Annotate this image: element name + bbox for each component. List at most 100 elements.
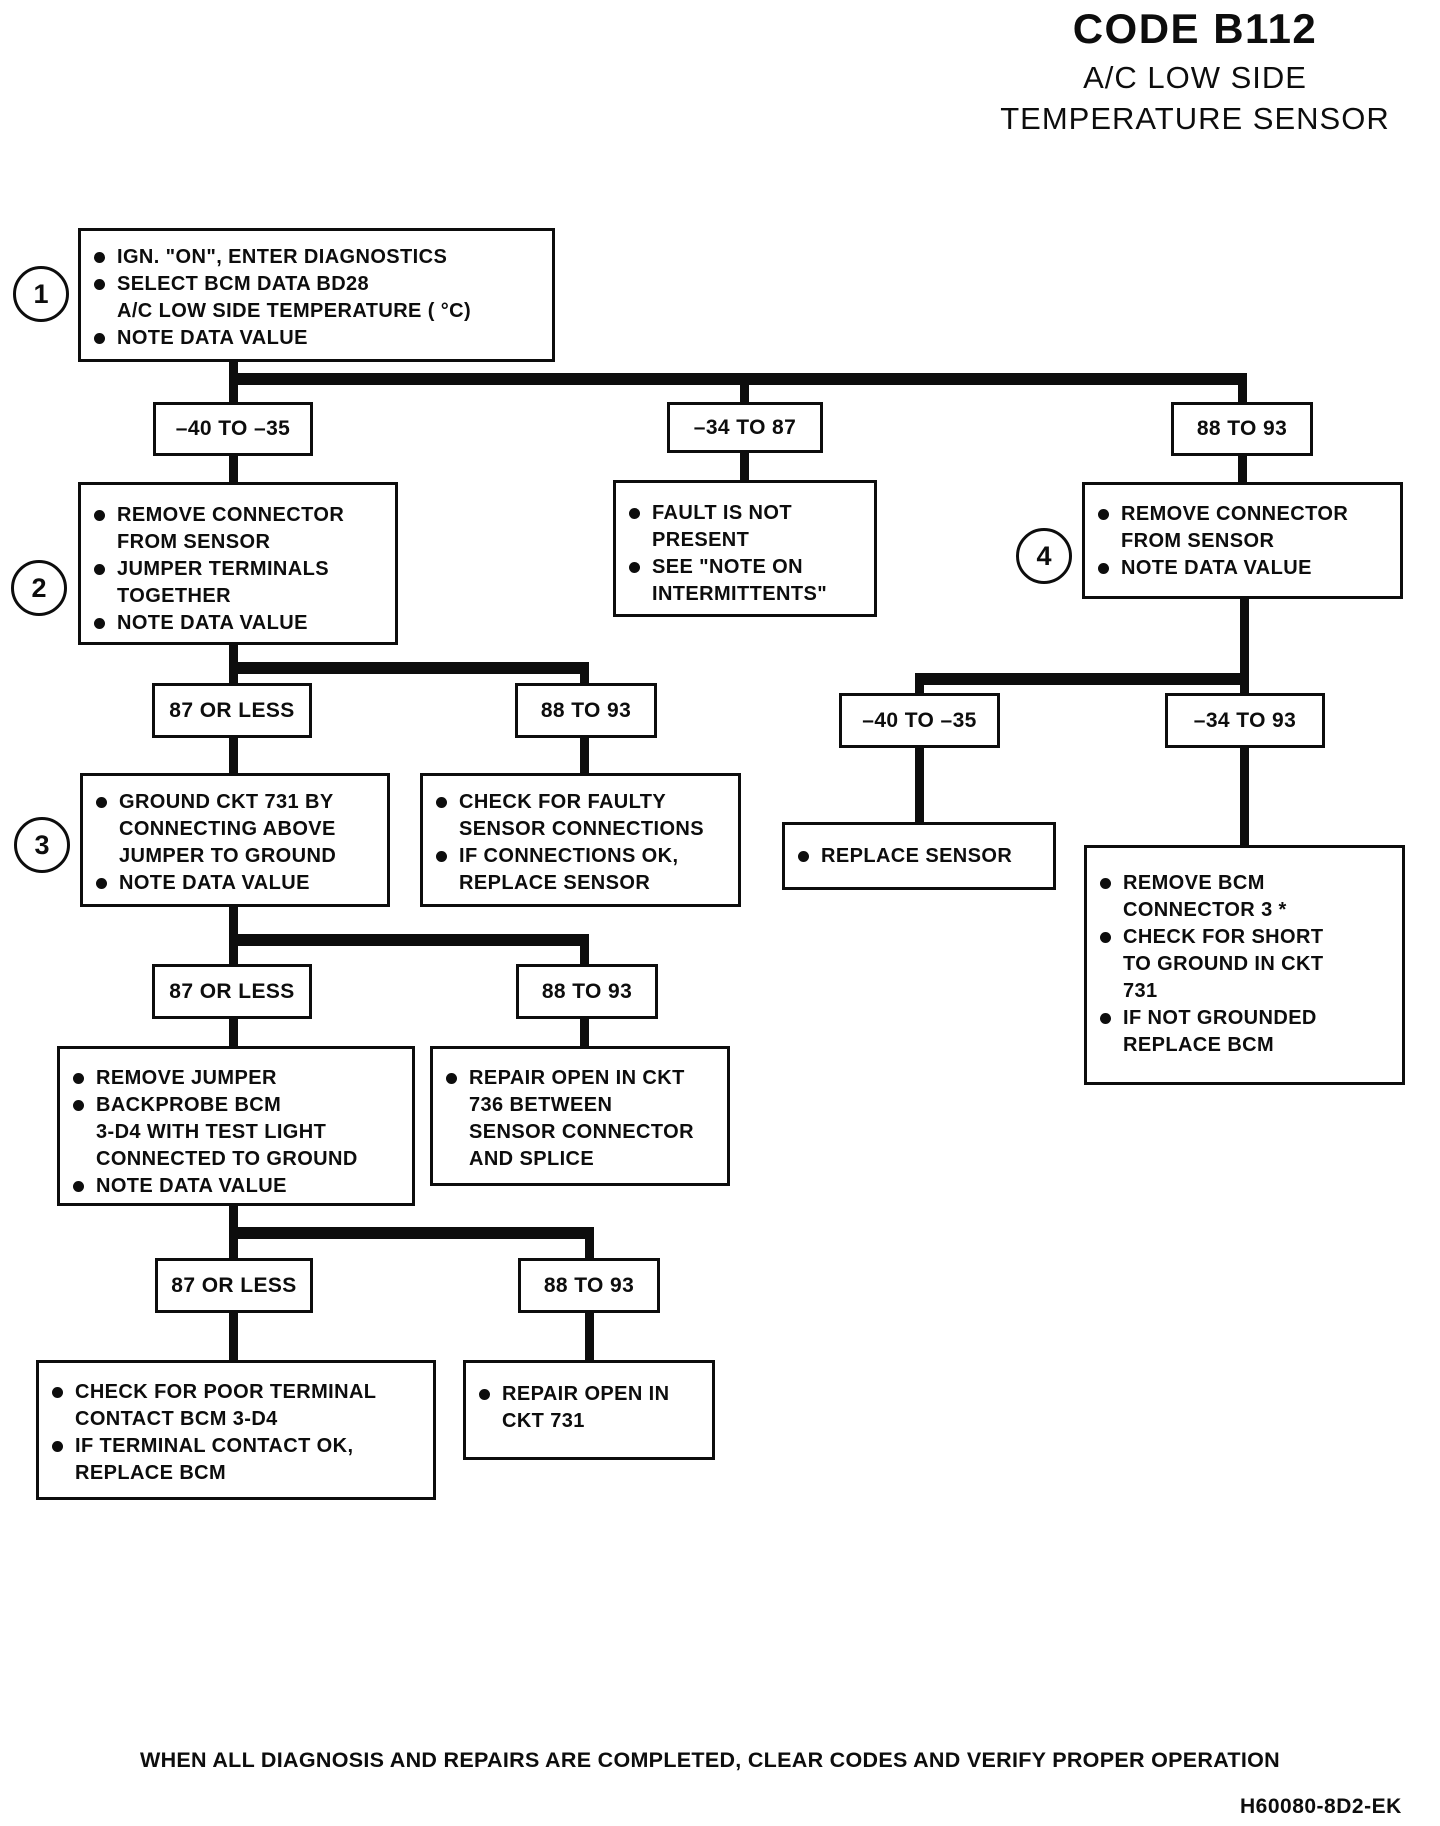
box-line: CHECK FOR SHORT xyxy=(1123,926,1324,948)
box-line: INTERMITTENTS" xyxy=(652,583,828,605)
code-title: CODE B112 xyxy=(1072,5,1318,52)
title-line3: TEMPERATURE SENSOR xyxy=(1000,101,1390,136)
bullet-icon xyxy=(1100,1013,1111,1024)
bullet-icon xyxy=(94,510,105,521)
step3-box: GROUND CKT 731 BY CONNECTING ABOVE JUMPE… xyxy=(80,773,390,907)
connector-line xyxy=(585,1313,594,1360)
box-line: TOGETHER xyxy=(117,585,231,607)
fault-not-present-box: FAULT IS NOT PRESENT SEE "NOTE ON INTERM… xyxy=(613,480,877,617)
connector-line xyxy=(580,738,589,773)
box-line: 731 xyxy=(1123,980,1158,1002)
box-line: REPLACE SENSOR xyxy=(821,844,1013,867)
box-line: REMOVE CONNECTOR xyxy=(117,504,345,526)
bullet-icon xyxy=(52,1441,63,1452)
branch-label: 87 OR LESS xyxy=(152,964,312,1019)
connector-line xyxy=(229,385,238,402)
branch-label: –34 TO 87 xyxy=(667,402,823,453)
branch-label: 88 TO 93 xyxy=(515,683,657,738)
bullet-icon xyxy=(52,1387,63,1398)
bullet-icon xyxy=(96,878,107,889)
connector-line xyxy=(740,453,749,480)
branch-label: 88 TO 93 xyxy=(518,1258,660,1313)
branch-label: 88 TO 93 xyxy=(1171,402,1313,456)
bullet-icon xyxy=(446,1073,457,1084)
connector-line xyxy=(1240,685,1249,693)
step1-box: IGN. "ON", ENTER DIAGNOSTICS SELECT BCM … xyxy=(78,228,555,362)
title-line2: A/C LOW SIDE xyxy=(1083,60,1307,95)
check-faulty-sensor-box: CHECK FOR FAULTY SENSOR CONNECTIONS IF C… xyxy=(420,773,741,907)
bullet-icon xyxy=(94,618,105,629)
completion-note: WHEN ALL DIAGNOSIS AND REPAIRS ARE COMPL… xyxy=(139,1748,1280,1772)
bullet-icon xyxy=(94,279,105,290)
box-line: NOTE DATA VALUE xyxy=(117,612,308,634)
box-line: CKT 731 xyxy=(502,1410,585,1432)
bullet-icon xyxy=(94,252,105,263)
box-line: NOTE DATA VALUE xyxy=(119,872,310,894)
box-line: JUMPER TERMINALS xyxy=(117,558,329,580)
box-line: SENSOR CONNECTOR xyxy=(469,1121,694,1143)
connector-line xyxy=(229,645,238,662)
box-line: REMOVE JUMPER xyxy=(96,1067,277,1089)
bullet-icon xyxy=(629,508,640,519)
bullet-icon xyxy=(1098,509,1109,520)
bullet-icon xyxy=(798,850,809,862)
box-line: IGN. "ON", ENTER DIAGNOSTICS xyxy=(117,246,448,268)
connector-line xyxy=(915,673,1249,685)
step-number-3: 3 xyxy=(14,817,70,873)
bullet-icon xyxy=(479,1389,490,1400)
connector-line xyxy=(740,385,749,402)
step-number-4: 4 xyxy=(1016,528,1072,584)
bullet-icon xyxy=(436,851,447,862)
box-line: REPLACE SENSOR xyxy=(459,872,651,894)
branch-label: –40 TO –35 xyxy=(839,693,1000,748)
box-line: BACKPROBE BCM xyxy=(96,1094,282,1116)
connector-line xyxy=(915,685,924,693)
box-line: REPAIR OPEN IN CKT xyxy=(469,1067,685,1089)
box-line: REPAIR OPEN IN xyxy=(502,1383,670,1405)
box-line: NOTE DATA VALUE xyxy=(117,327,308,349)
connector-line xyxy=(229,946,238,964)
connector-line xyxy=(229,662,589,674)
branch-label: –34 TO 93 xyxy=(1165,693,1325,748)
box-line: CONTACT BCM 3-D4 xyxy=(75,1408,278,1430)
box-line: TO GROUND IN CKT xyxy=(1123,953,1324,975)
remove-jumper-box: REMOVE JUMPER BACKPROBE BCM 3-D4 WITH TE… xyxy=(57,1046,415,1206)
connector-line xyxy=(1238,456,1247,482)
connector-line xyxy=(580,1019,589,1046)
bullet-icon xyxy=(73,1181,84,1192)
box-line: SENSOR CONNECTIONS xyxy=(459,818,705,840)
box-line: IF TERMINAL CONTACT OK, xyxy=(75,1435,354,1457)
box-line: REMOVE BCM xyxy=(1123,872,1265,894)
step-number-1: 1 xyxy=(13,266,69,322)
box-line: A/C LOW SIDE TEMPERATURE ( °C) xyxy=(117,300,472,322)
connector-line xyxy=(229,456,238,482)
box-line: JUMPER TO GROUND xyxy=(119,845,337,867)
box-line: PRESENT xyxy=(652,529,750,551)
box-line: CONNECTED TO GROUND xyxy=(96,1148,358,1170)
repair-open-736-box: REPAIR OPEN IN CKT 736 BETWEEN SENSOR CO… xyxy=(430,1046,730,1186)
bullet-icon xyxy=(629,562,640,573)
connector-line xyxy=(229,907,238,934)
box-line: FAULT IS NOT xyxy=(652,502,792,524)
box-line: 3-D4 WITH TEST LIGHT xyxy=(96,1121,327,1143)
connector-line xyxy=(1240,748,1249,845)
document-code: H60080-8D2-EK xyxy=(1240,1795,1402,1818)
bullet-icon xyxy=(73,1100,84,1111)
bullet-icon xyxy=(94,564,105,575)
repair-open-731-box: REPAIR OPEN IN CKT 731 xyxy=(463,1360,715,1460)
box-line: GROUND CKT 731 BY xyxy=(119,791,334,813)
connector-line xyxy=(915,748,924,822)
connector-line xyxy=(229,1019,238,1046)
bullet-icon xyxy=(94,333,105,344)
step4-box: REMOVE CONNECTOR FROM SENSOR NOTE DATA V… xyxy=(1082,482,1403,599)
bullet-icon xyxy=(436,797,447,808)
remove-bcm-connector-box: REMOVE BCM CONNECTOR 3 * CHECK FOR SHORT… xyxy=(1084,845,1405,1085)
box-line: FROM SENSOR xyxy=(1121,530,1275,552)
box-line: SEE "NOTE ON xyxy=(652,556,803,578)
box-line: CONNECTOR 3 * xyxy=(1123,899,1287,921)
box-line: CHECK FOR FAULTY xyxy=(459,791,667,813)
box-line: AND SPLICE xyxy=(469,1148,595,1170)
connector-line xyxy=(229,1239,238,1258)
connector-line xyxy=(1238,385,1247,402)
